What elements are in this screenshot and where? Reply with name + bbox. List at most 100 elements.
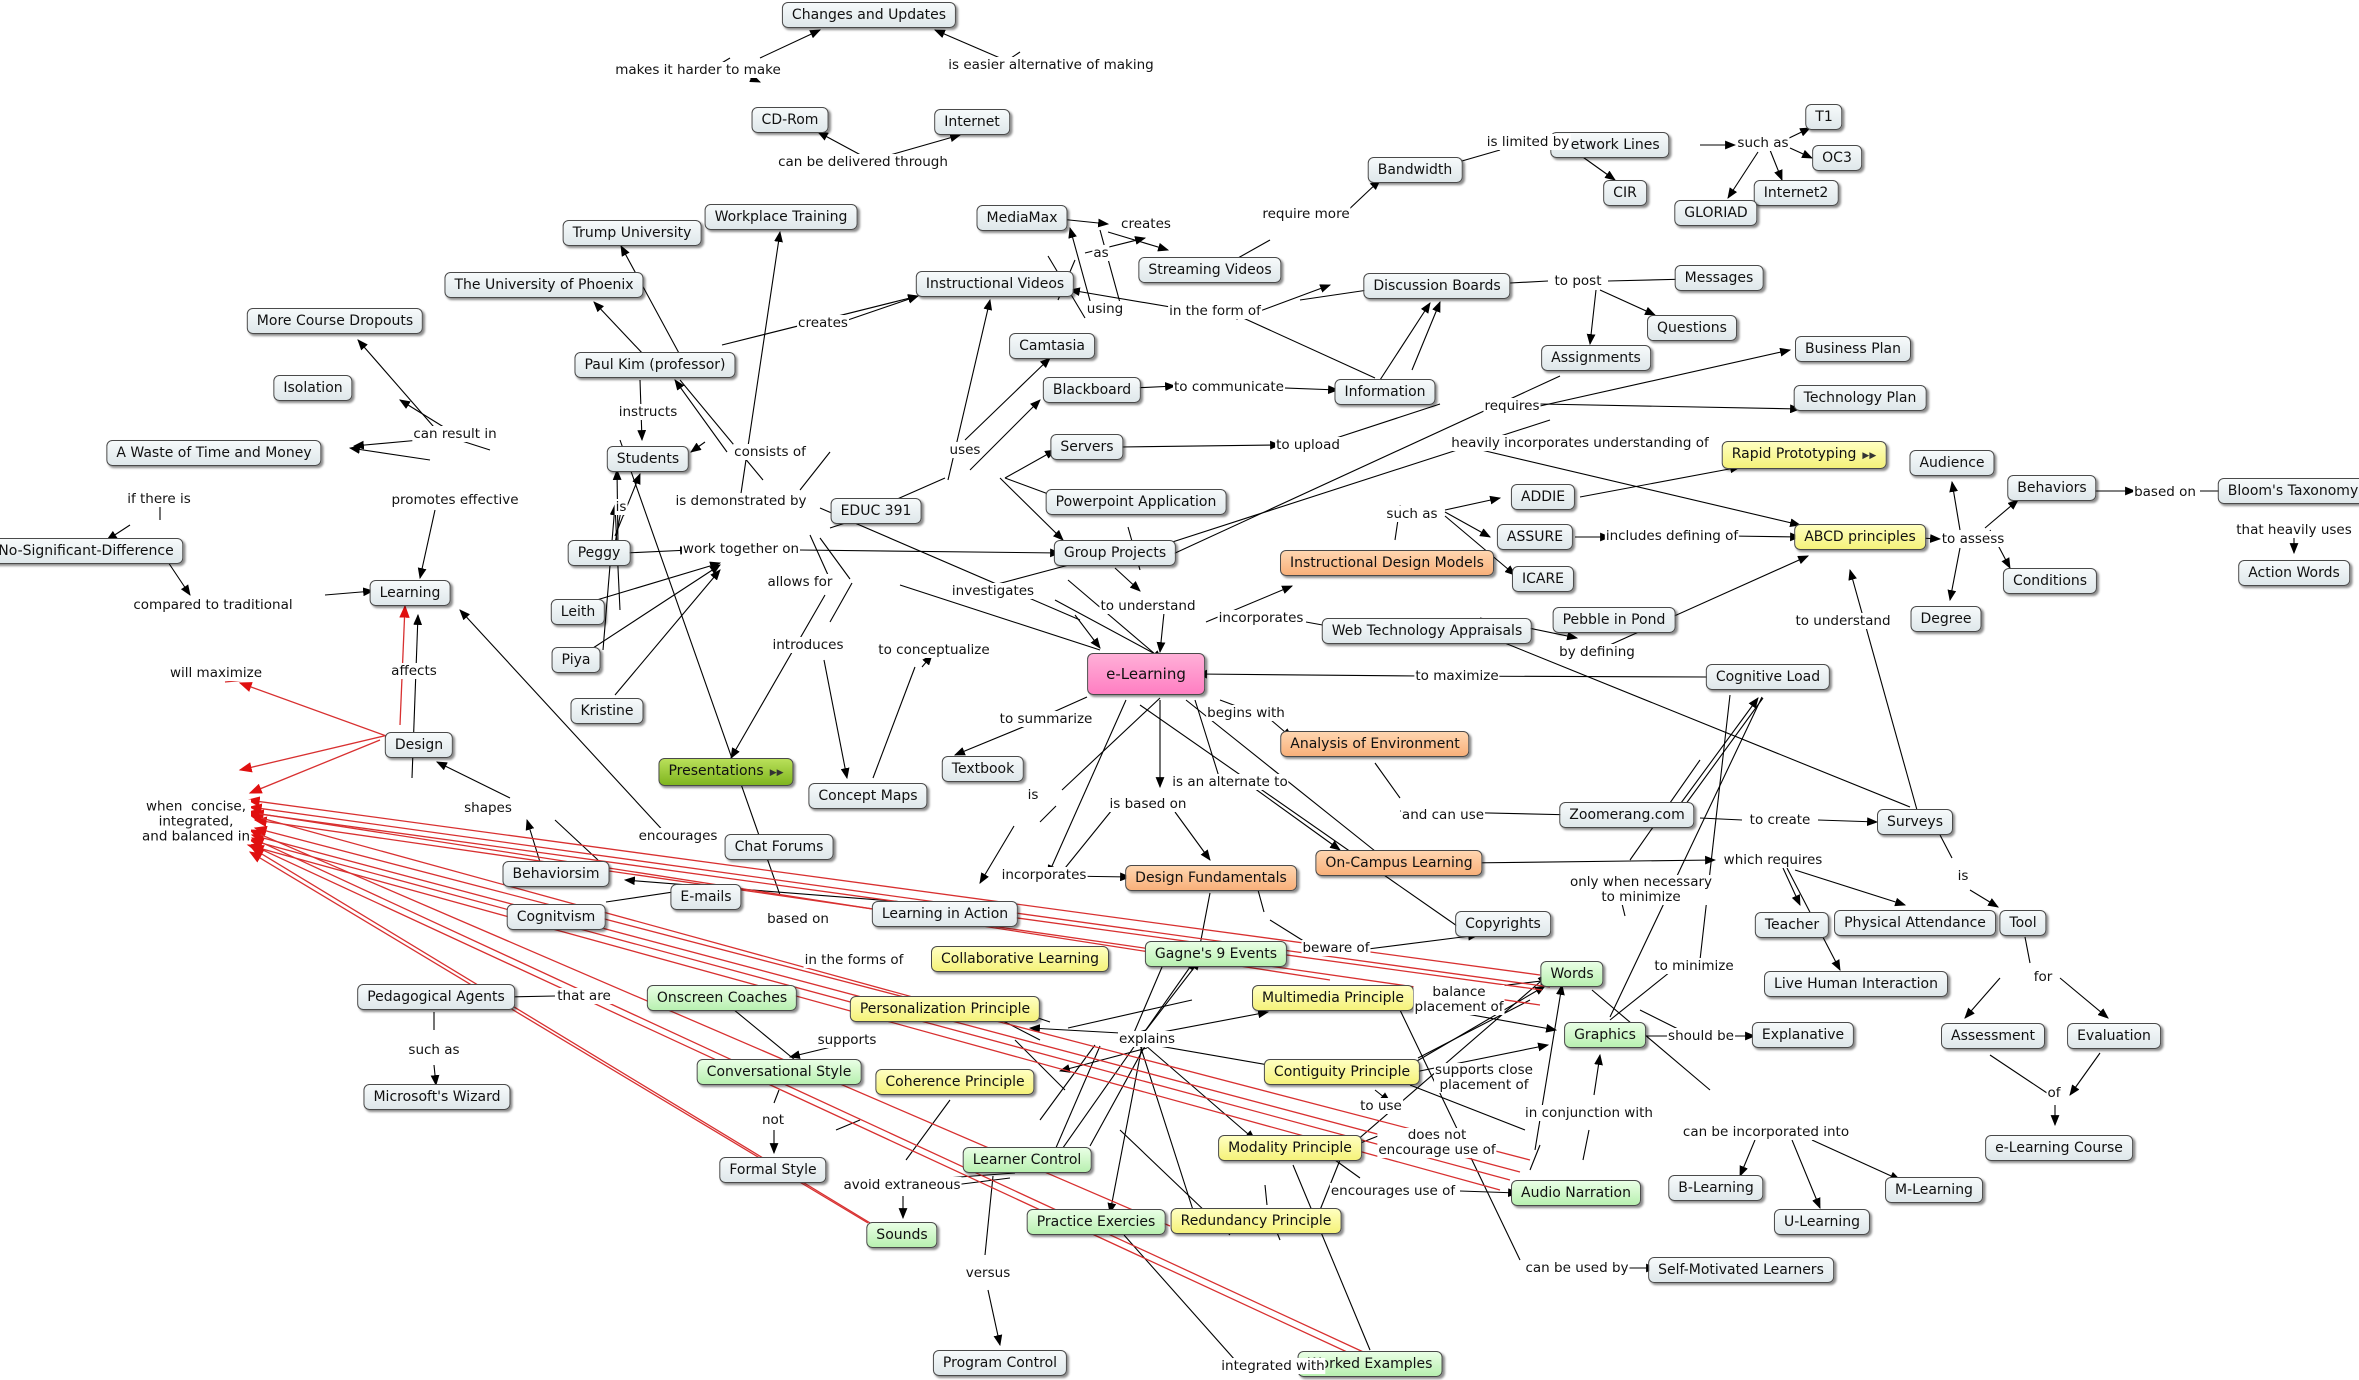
- node-learning[interactable]: Learning: [369, 580, 451, 606]
- node-addie[interactable]: ADDIE: [1510, 484, 1576, 510]
- node-blackboard[interactable]: Blackboard: [1042, 377, 1142, 403]
- node-e-learning-course[interactable]: e-Learning Course: [1985, 1135, 2133, 1161]
- node-microsofts-wizard[interactable]: Microsoft's Wizard: [363, 1084, 511, 1110]
- node-oc3[interactable]: OC3: [1812, 145, 1862, 171]
- node-design-fundamentals[interactable]: Design Fundamentals: [1125, 865, 1297, 891]
- node-physical-attendance[interactable]: Physical Attendance: [1834, 910, 1996, 936]
- node-coherence-principle[interactable]: Coherence Principle: [875, 1069, 1035, 1095]
- node-behaviorsim[interactable]: Behaviorsim: [502, 861, 610, 887]
- node-graphics[interactable]: Graphics: [1564, 1022, 1646, 1048]
- node-words[interactable]: Words: [1540, 961, 1604, 987]
- node-surveys[interactable]: Surveys: [1877, 809, 1953, 835]
- node-audience[interactable]: Audience: [1909, 450, 1995, 476]
- node-t1[interactable]: T1: [1805, 104, 1843, 130]
- node-concept-maps[interactable]: Concept Maps: [808, 783, 928, 809]
- node-live-human-interaction[interactable]: Live Human Interaction: [1764, 971, 1948, 997]
- node-explanative[interactable]: Explanative: [1751, 1022, 1855, 1048]
- node-analysis-of-environment[interactable]: Analysis of Environment: [1280, 731, 1470, 757]
- node-assignments[interactable]: Assignments: [1541, 345, 1651, 371]
- node-university-of-phoenix[interactable]: The University of Phoenix: [444, 272, 644, 298]
- node-rapid-prototyping[interactable]: Rapid Prototyping: [1721, 441, 1887, 469]
- node-kristine[interactable]: Kristine: [570, 698, 644, 724]
- node-peggy[interactable]: Peggy: [567, 540, 631, 566]
- node-cir[interactable]: CIR: [1603, 180, 1647, 206]
- node-modality-principle[interactable]: Modality Principle: [1218, 1135, 1362, 1161]
- node-teacher[interactable]: Teacher: [1754, 912, 1830, 938]
- node-assure[interactable]: ASSURE: [1496, 524, 1574, 550]
- node-instructional-videos[interactable]: Instructional Videos: [915, 271, 1075, 297]
- node-waste-of-time-and-money[interactable]: A Waste of Time and Money: [106, 440, 322, 466]
- node-practice-exercises[interactable]: Practice Exercies: [1026, 1209, 1166, 1235]
- node-trump-university[interactable]: Trump University: [562, 220, 702, 246]
- node-internet2[interactable]: Internet2: [1753, 180, 1839, 206]
- node-students[interactable]: Students: [606, 446, 690, 472]
- node-bandwidth[interactable]: Bandwidth: [1367, 157, 1463, 183]
- node-presentations[interactable]: Presentations: [658, 758, 794, 786]
- node-learner-control[interactable]: Learner Control: [962, 1147, 1092, 1173]
- node-conversational-style[interactable]: Conversational Style: [696, 1059, 862, 1085]
- node-camtasia[interactable]: Camtasia: [1009, 333, 1095, 359]
- node-sounds[interactable]: Sounds: [866, 1222, 938, 1248]
- node-assessment[interactable]: Assessment: [1941, 1023, 2045, 1049]
- node-messages[interactable]: Messages: [1674, 265, 1764, 291]
- node-streaming-videos[interactable]: Streaming Videos: [1138, 257, 1282, 283]
- node-audio-narration[interactable]: Audio Narration: [1511, 1180, 1641, 1206]
- node-more-course-dropouts[interactable]: More Course Dropouts: [246, 308, 424, 334]
- node-degree[interactable]: Degree: [1910, 606, 1982, 632]
- node-mediamax[interactable]: MediaMax: [976, 205, 1068, 231]
- node-behaviors[interactable]: Behaviors: [2007, 475, 2097, 501]
- node-cognitive-load[interactable]: Cognitive Load: [1705, 664, 1831, 690]
- node-cd-rom[interactable]: CD-Rom: [751, 107, 829, 133]
- node-program-control[interactable]: Program Control: [932, 1350, 1068, 1376]
- node-gagnes-9-events[interactable]: Gagne's 9 Events: [1144, 941, 1288, 967]
- node-multimedia-principle[interactable]: Multimedia Principle: [1252, 985, 1414, 1011]
- node-piya[interactable]: Piya: [551, 647, 601, 673]
- node-blooms-taxonomy[interactable]: Bloom's Taxonomy: [2217, 478, 2359, 504]
- node-design[interactable]: Design: [384, 732, 454, 758]
- node-group-projects[interactable]: Group Projects: [1053, 540, 1177, 566]
- node-workplace-training[interactable]: Workplace Training: [704, 204, 858, 230]
- node-paul-kim[interactable]: Paul Kim (professor): [574, 352, 736, 378]
- node-on-campus-learning[interactable]: On-Campus Learning: [1315, 850, 1483, 876]
- node-leith[interactable]: Leith: [550, 599, 606, 625]
- node-u-learning[interactable]: U-Learning: [1773, 1209, 1871, 1235]
- node-formal-style[interactable]: Formal Style: [719, 1157, 827, 1183]
- node-gloriad[interactable]: GLORIAD: [1674, 200, 1758, 226]
- node-abcd-principles[interactable]: ABCD principles: [1794, 524, 1926, 550]
- node-instructional-design-models[interactable]: Instructional Design Models: [1280, 550, 1494, 576]
- node-pedagogical-agents[interactable]: Pedagogical Agents: [357, 984, 515, 1010]
- node-contiguity-principle[interactable]: Contiguity Principle: [1263, 1059, 1421, 1085]
- node-learning-in-action[interactable]: Learning in Action: [871, 901, 1019, 927]
- node-chat-forums[interactable]: Chat Forums: [724, 834, 834, 860]
- node-b-learning[interactable]: B-Learning: [1668, 1175, 1764, 1201]
- node-cognitvism[interactable]: Cognitvism: [506, 904, 606, 930]
- node-isolation[interactable]: Isolation: [273, 375, 353, 401]
- node-changes-and-updates[interactable]: Changes and Updates: [781, 2, 957, 28]
- node-textbook[interactable]: Textbook: [941, 756, 1025, 782]
- node-self-motivated-learners[interactable]: Self-Motivated Learners: [1648, 1257, 1834, 1283]
- node-personalization-principle[interactable]: Personalization Principle: [849, 996, 1041, 1022]
- node-educ-391[interactable]: EDUC 391: [830, 498, 922, 524]
- node-copyrights[interactable]: Copyrights: [1455, 911, 1551, 937]
- node-action-words[interactable]: Action Words: [2238, 560, 2350, 586]
- node-e-mails[interactable]: E-mails: [670, 884, 742, 910]
- node-technology-plan[interactable]: Technology Plan: [1793, 385, 1927, 411]
- node-pebble-in-pond[interactable]: Pebble in Pond: [1552, 607, 1676, 633]
- node-discussion-boards[interactable]: Discussion Boards: [1363, 273, 1511, 299]
- node-information[interactable]: Information: [1334, 379, 1436, 405]
- node-questions[interactable]: Questions: [1647, 315, 1737, 341]
- node-e-learning[interactable]: e-Learning: [1087, 653, 1205, 695]
- node-network-lines[interactable]: Network Lines: [1550, 132, 1670, 158]
- node-icare[interactable]: ICARE: [1511, 566, 1575, 592]
- node-tool[interactable]: Tool: [1999, 910, 2047, 936]
- node-business-plan[interactable]: Business Plan: [1795, 336, 1911, 362]
- node-evaluation[interactable]: Evaluation: [2067, 1023, 2161, 1049]
- node-no-significant-difference[interactable]: No-Significant-Difference: [0, 538, 184, 564]
- node-m-learning[interactable]: M-Learning: [1885, 1177, 1983, 1203]
- node-collaborative-learning[interactable]: Collaborative Learning: [931, 946, 1109, 972]
- node-powerpoint-application[interactable]: Powerpoint Application: [1045, 489, 1227, 515]
- node-conditions[interactable]: Conditions: [2002, 568, 2098, 594]
- node-servers[interactable]: Servers: [1050, 434, 1124, 460]
- node-redundancy-principle[interactable]: Redundancy Principle: [1170, 1208, 1342, 1234]
- node-web-technology-appraisals[interactable]: Web Technology Appraisals: [1321, 618, 1533, 644]
